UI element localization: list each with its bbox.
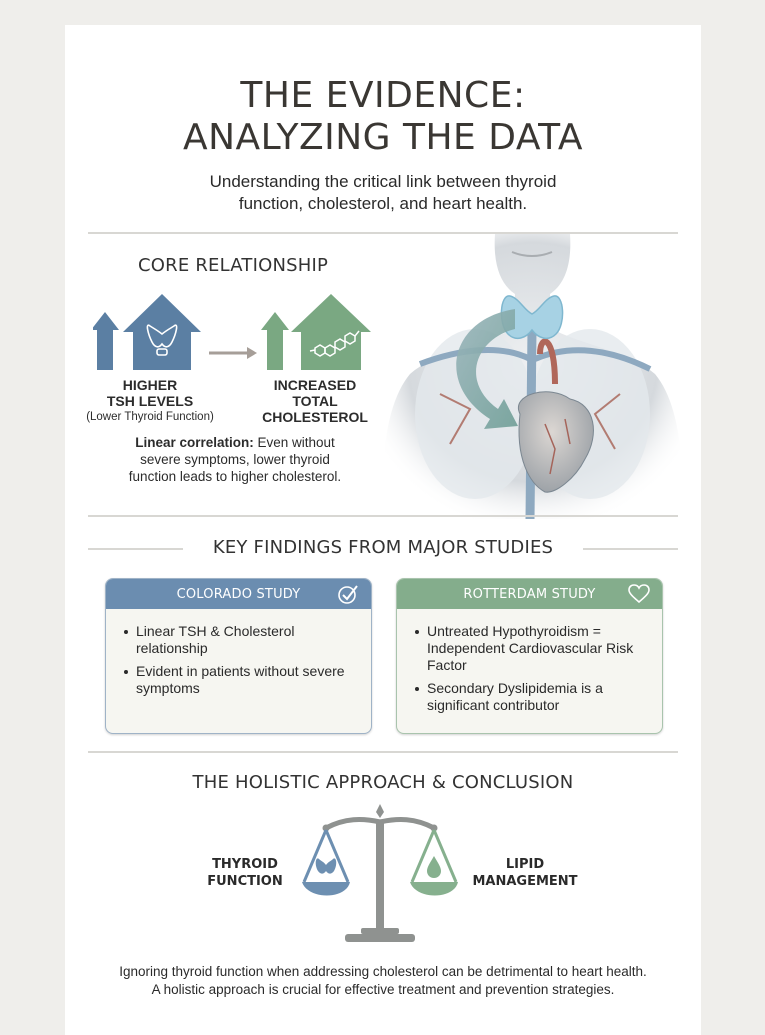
tsh-label-line2: TSH LEVELS (106, 393, 194, 409)
study-bullet: Evident in patients without severe sympt… (124, 663, 355, 697)
conclusion-heading: THE HOLISTIC APPROACH & CONCLUSION (192, 772, 574, 793)
divider (88, 751, 678, 753)
core-desc-bold: Linear correlation: (135, 435, 254, 450)
key-findings-heading: KEY FINDINGS FROM MAJOR STUDIES (212, 537, 554, 558)
page-subtitle: Understanding the critical link between … (65, 171, 701, 215)
study-bullets-colorado: Linear TSH & Cholesterol relationship Ev… (106, 609, 371, 697)
left-label-line1: THYROID (212, 857, 278, 872)
heading-rule-left (88, 548, 183, 550)
right-label-line1: LIPID (505, 857, 545, 872)
tsh-label-line1: HIGHER (122, 377, 178, 393)
subtitle-line2: function, cholesterol, and heart health. (238, 194, 528, 213)
cholesterol-label-line1: INCREASED (273, 377, 357, 393)
footer-line2: A holistic approach is crucial for effec… (151, 982, 615, 997)
study-header-colorado: COLORADO STUDY (106, 579, 371, 609)
tsh-up-arrows-icon (93, 294, 201, 370)
study-card-rotterdam: ROTTERDAM STUDY Untreated Hypothyroidism… (396, 578, 663, 734)
cholesterol-label-line2: TOTAL (292, 393, 338, 409)
cholesterol-label: INCREASED TOTAL CHOLESTEROL (250, 377, 380, 425)
study-bullet: Linear TSH & Cholesterol relationship (124, 623, 355, 657)
cholesterol-molecule-icon (309, 330, 360, 357)
study-bullets-rotterdam: Untreated Hypothyroidism = Independent C… (397, 609, 662, 714)
heading-rule-right (583, 548, 678, 550)
right-label-line2: MANAGEMENT (472, 874, 578, 889)
thyroid-icon (146, 324, 178, 356)
left-label-line2: FUNCTION (207, 874, 283, 889)
infographic-card: THE EVIDENCE: ANALYZING THE DATA Underst… (65, 25, 701, 1035)
subtitle-line1: Understanding the critical link between … (209, 172, 557, 191)
study-card-colorado: COLORADO STUDY Linear TSH & Cholesterol … (105, 578, 372, 734)
divider (88, 232, 678, 234)
tsh-sublabel: (Lower Thyroid Function) (86, 411, 214, 423)
thyroid-function-label: THYROID FUNCTION (200, 856, 290, 890)
study-title-rotterdam: ROTTERDAM STUDY (463, 586, 596, 602)
thyroid-heart-anatomy-illustration (383, 234, 682, 519)
cholesterol-label-line3: CHOLESTEROL (262, 409, 368, 425)
lipid-management-label: LIPID MANAGEMENT (465, 856, 585, 890)
study-title-colorado: COLORADO STUDY (176, 586, 301, 602)
footer-line1: Ignoring thyroid function when addressin… (119, 964, 647, 979)
study-header-rotterdam: ROTTERDAM STUDY (397, 579, 662, 609)
core-desc-line3: function leads to higher cholesterol. (128, 469, 342, 484)
core-desc-line1: Even without (253, 435, 335, 450)
study-bullet: Untreated Hypothyroidism = Independent C… (415, 623, 646, 674)
core-relationship-heading: CORE RELATIONSHIP (138, 255, 329, 276)
core-description: Linear correlation: Even without severe … (90, 434, 380, 485)
balance-scale-icon (302, 804, 458, 942)
arrow-right-icon (209, 347, 257, 359)
study-bullet: Secondary Dyslipidemia is a significant … (415, 680, 646, 714)
heart-outline-icon (628, 584, 650, 604)
check-circle-icon (338, 585, 358, 604)
core-desc-line2: severe symptoms, lower thyroid (140, 452, 330, 467)
conclusion-footer: Ignoring thyroid function when addressin… (65, 963, 701, 999)
page-title-line2: ANALYZING THE DATA (183, 117, 583, 158)
cholesterol-up-arrows-icon (261, 294, 371, 370)
divider (88, 515, 678, 517)
tsh-label: HIGHER TSH LEVELS (Lower Thyroid Functio… (75, 377, 225, 425)
page-title-line1: THE EVIDENCE: (240, 75, 526, 116)
